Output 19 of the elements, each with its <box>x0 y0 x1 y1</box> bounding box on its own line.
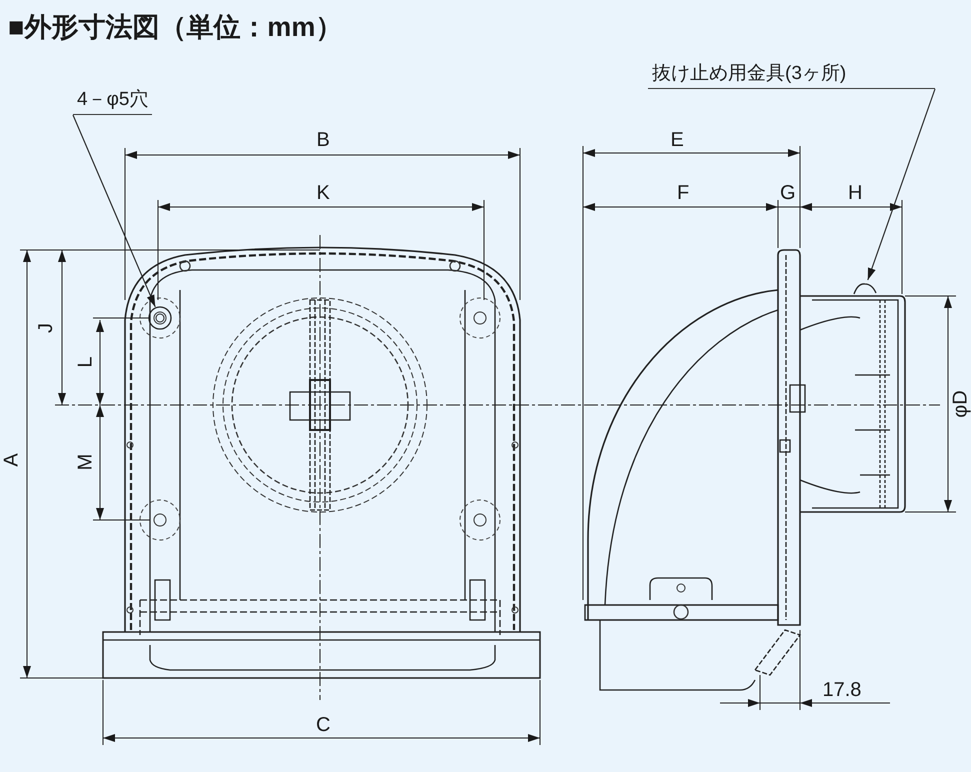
callout-text: 4－φ5穴 <box>73 88 152 115</box>
dimension-label: φD <box>949 390 971 418</box>
dimension-label: E <box>670 129 684 151</box>
dimension-label: H <box>848 182 862 204</box>
dimension-label: F <box>677 182 690 204</box>
callout-text: 抜け止め用金具(3ヶ所) <box>648 62 935 89</box>
dimension-label: K <box>316 182 330 204</box>
leader-line <box>72 114 156 308</box>
dimension-label: L <box>74 356 96 368</box>
dimension-label: M <box>74 454 96 470</box>
leader-line <box>867 88 936 280</box>
dimension-label: A <box>0 453 22 467</box>
dimension-label: G <box>780 182 796 204</box>
mounting-hole <box>148 306 172 330</box>
dimension-label: C <box>316 714 330 736</box>
dimension-label: 17.8 <box>822 679 862 701</box>
dimension-label: J <box>35 323 57 333</box>
drawing-title: ■外形寸法図（単位：mm） <box>8 11 342 44</box>
dimension-label: B <box>316 129 330 151</box>
